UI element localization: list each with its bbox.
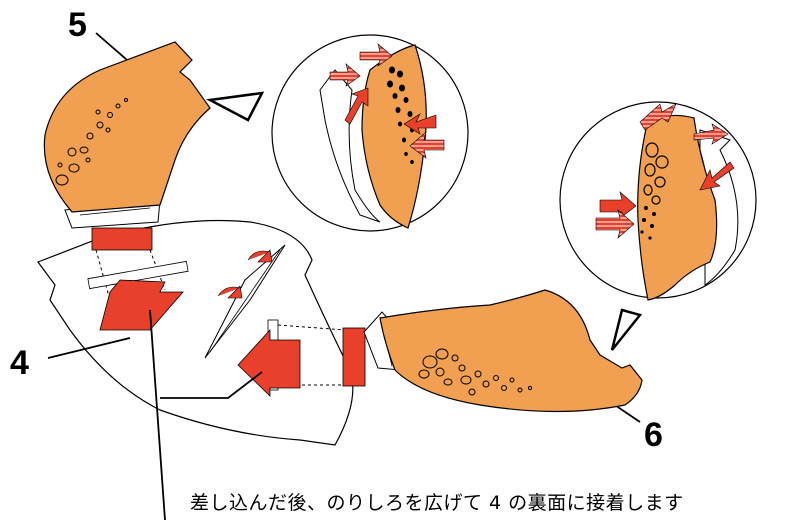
label-part-5: 5	[68, 6, 87, 44]
marker-triangle-6	[610, 308, 643, 351]
label-part-4: 4	[10, 344, 29, 382]
detail-circle-1	[271, 34, 469, 232]
label-part-6: 6	[644, 416, 663, 454]
part-5	[43, 41, 211, 229]
part-4	[37, 219, 366, 446]
detail-circle-2	[559, 101, 757, 301]
instruction-caption: 差し込んだ後、のりしろを広げて 4 の裏面に接着します	[190, 492, 684, 514]
part-6	[363, 289, 643, 413]
marker-triangle-5	[205, 91, 265, 122]
insert-arrow-top	[99, 279, 184, 331]
